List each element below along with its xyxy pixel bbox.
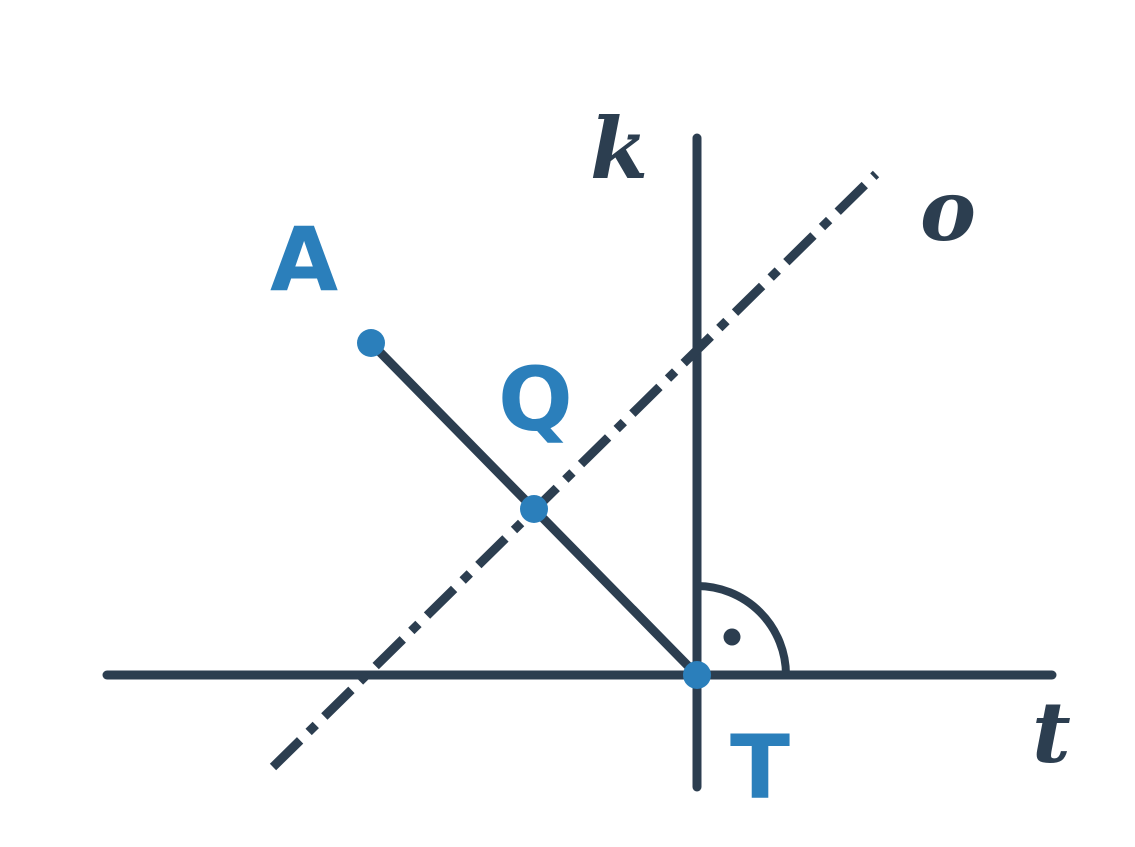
point-a	[357, 329, 385, 357]
label-point-q: Q	[498, 348, 573, 451]
point-t	[683, 661, 711, 689]
label-line-o: o	[920, 161, 976, 260]
right-angle-dot	[723, 628, 741, 646]
label-point-t: T	[730, 716, 790, 819]
right-angle-arc	[696, 582, 790, 676]
label-line-t: t	[1032, 683, 1071, 782]
point-q	[520, 495, 548, 523]
line-o	[269, 170, 880, 771]
label-line-k: k	[590, 99, 648, 198]
label-point-a: A	[270, 208, 338, 311]
